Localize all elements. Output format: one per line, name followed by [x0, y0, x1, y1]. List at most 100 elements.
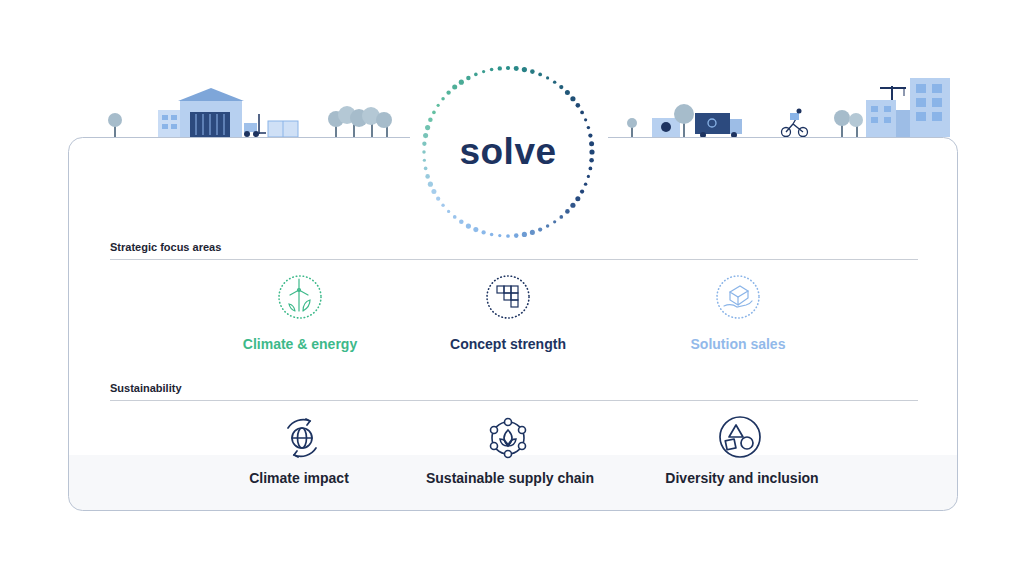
- climate-impact-icon-part: [288, 420, 310, 428]
- circle-dot: [506, 234, 510, 238]
- skyline-left-part: [162, 124, 168, 129]
- skyline-right-part: [731, 132, 737, 138]
- circle-dot: [424, 167, 428, 171]
- circle-dot: [559, 215, 563, 219]
- pillar-item: Solution sales: [628, 269, 848, 357]
- skyline-right-part: [871, 117, 878, 123]
- skyline-left-part: [171, 115, 177, 120]
- circle-dot: [422, 142, 426, 146]
- supply-chain-icon-part: [505, 451, 512, 458]
- bottom-band-part: [69, 455, 957, 510]
- circle-dot: [490, 233, 493, 236]
- skyline-right-part: [834, 110, 850, 126]
- circle-dot: [498, 234, 501, 237]
- concept-strength-icon: [487, 276, 529, 318]
- circle-dot: [490, 68, 494, 72]
- skyline-right-part: [896, 110, 910, 137]
- skyline-right-part: [932, 98, 942, 107]
- circle-dot: [570, 203, 575, 208]
- circle-dot: [553, 220, 556, 223]
- climate-impact-icon-part: [292, 437, 312, 439]
- circle-dot: [588, 133, 592, 137]
- circle-dot: [553, 80, 556, 83]
- bottom-band: [69, 455, 957, 510]
- circle-dot: [423, 133, 428, 138]
- circle-dot: [425, 125, 430, 130]
- circle-dot: [466, 224, 471, 229]
- section-heading: Sustainability: [110, 382, 182, 394]
- solution-sales-icon-part: [724, 301, 752, 307]
- circle-dot: [589, 167, 593, 171]
- circle-dot: [452, 85, 457, 90]
- concept-strength-icon-part: [504, 286, 511, 293]
- pillar-caption: Climate & energy: [190, 335, 410, 353]
- skyline-left-part: [158, 110, 182, 137]
- skyline-left-part: [253, 131, 259, 137]
- skyline-right-part: [652, 118, 680, 137]
- skyline-left-part: [283, 121, 284, 137]
- circle-dot: [546, 76, 549, 79]
- skyline-right-part: [871, 106, 878, 112]
- climate-energy-icon-part: [298, 289, 301, 292]
- skyline-right-part: [880, 87, 906, 89]
- circle-dot: [447, 210, 450, 213]
- climate-energy-icon-part: [279, 276, 321, 318]
- skyline-left-part: [190, 112, 230, 137]
- climate-energy-icon: [279, 276, 321, 318]
- circle-dot: [428, 118, 433, 123]
- climate-energy-icon-part: [289, 304, 295, 311]
- skyline-left-part: [178, 88, 244, 101]
- circle-dot: [589, 149, 594, 154]
- circle-dot: [432, 111, 436, 115]
- circle-dot: [431, 189, 436, 194]
- circle-dot: [514, 233, 519, 238]
- concept-strength-icon-part: [511, 300, 518, 307]
- climate-energy-icon-part: [298, 290, 299, 311]
- hub-label: solve: [420, 64, 596, 240]
- skyline-left-part: [259, 132, 266, 134]
- skyline-right-part: [916, 112, 926, 121]
- concept-strength-icon-part: [497, 286, 504, 293]
- supply-chain-icon-part: [500, 439, 508, 446]
- circle-dot: [584, 182, 587, 185]
- skyline-right-part: [730, 119, 742, 134]
- circle-dot: [466, 76, 471, 81]
- climate-impact-icon: [288, 419, 316, 457]
- circle-dot: [584, 118, 587, 121]
- skyline-left-part: [216, 114, 218, 135]
- pillar-item: Climate & energy: [190, 269, 410, 357]
- diversity-icon-part: [741, 437, 753, 449]
- skyline-right-part: [790, 113, 799, 120]
- skyline-right-part: [797, 109, 802, 114]
- circle-dot: [570, 96, 575, 101]
- climate-impact-icon-part: [306, 419, 310, 425]
- skyline-right-part: [708, 119, 716, 127]
- supply-chain-icon-part: [504, 430, 512, 446]
- circle-dot: [436, 197, 440, 201]
- skyline-left: [108, 88, 392, 137]
- skyline-right-part: [904, 88, 905, 96]
- skyline-right-part: [932, 112, 942, 121]
- skyline-right-part: [674, 104, 694, 124]
- skyline-right-part: [916, 98, 926, 107]
- diversity-icon-part: [720, 417, 760, 457]
- pillar-caption: Diversity and inclusion: [632, 469, 852, 487]
- skyline-left-part: [223, 114, 225, 135]
- supply-chain-icon-part: [491, 427, 498, 434]
- skyline-right-part: [884, 117, 891, 123]
- circle-dot: [546, 224, 549, 227]
- skyline-left-part: [162, 115, 168, 120]
- solution-sales-icon: [717, 276, 759, 318]
- pillar-caption: Climate impact: [189, 469, 409, 487]
- circle-dot: [580, 189, 584, 193]
- skyline-left-part: [180, 100, 242, 137]
- circle-dot: [498, 66, 502, 70]
- circle-dot: [506, 66, 510, 70]
- circle-dot: [522, 67, 527, 72]
- skyline-right-part: [695, 113, 730, 134]
- supply-chain-icon-part: [505, 419, 512, 426]
- circle-dot: [453, 215, 457, 219]
- circle-dot: [587, 175, 590, 178]
- skyline-left-part: [244, 131, 250, 137]
